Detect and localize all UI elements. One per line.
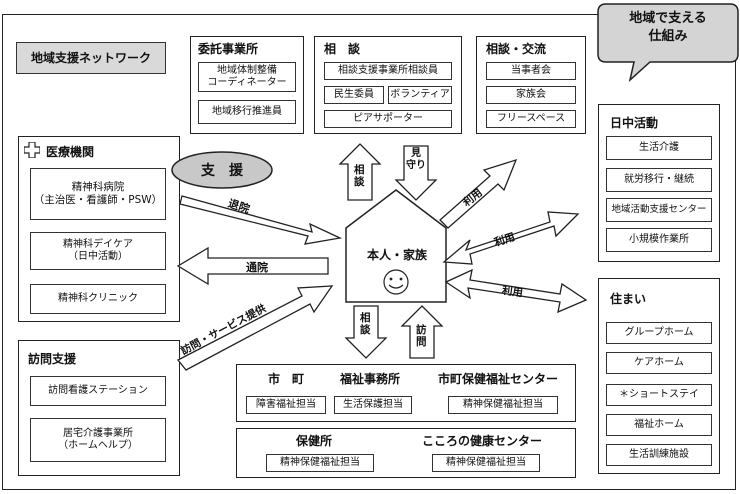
hokenjo-seishin-box: 精神保健福祉担当: [266, 454, 374, 472]
seishinka-byoin-box: 精神科病院 （主治医・看護師・PSW）: [30, 168, 166, 220]
short-stay-box: ＊ショートステイ: [606, 384, 712, 406]
center-label: 本人・家族: [366, 248, 427, 262]
kokoro-center-heading: こころの健康センター: [422, 434, 543, 448]
callout-text: 地域で支える 仕組み: [629, 11, 707, 44]
group-home-box: グループホーム: [606, 322, 712, 344]
nicchu-heading: 日中活動: [610, 116, 659, 130]
sodan-shienin-box: 相談支援事業所相談員: [324, 62, 452, 80]
network-title: 地域支援ネットワーク: [16, 42, 166, 74]
sumai-group: [598, 278, 720, 474]
kyotaku-kaigo-box: 居宅介護事業所 （ホームヘルプ）: [30, 418, 166, 462]
seikatsu-kaigo-box: 生活介護: [606, 136, 712, 160]
coordinator-box: 地域体制整備 コーディネーター: [198, 62, 296, 92]
shicho-heading: 市 町: [268, 372, 305, 386]
care-home-box: ケアホーム: [606, 352, 712, 374]
shicho-seishin-box: 精神保健福祉担当: [448, 396, 558, 414]
daycare-box: 精神科デイケア （日中活動）: [30, 232, 166, 270]
ikou-suishin-box: 地域移行推進員: [198, 100, 296, 124]
shien-label: 支 援: [201, 163, 243, 179]
kokoro-seishin-box: 精神保健福祉担当: [432, 454, 540, 472]
sodan-up-label: 相 談: [354, 164, 365, 189]
sagyosho-box: 小規模作業所: [606, 228, 712, 252]
medical-cross-icon: [23, 141, 41, 159]
riyo3-label: 利用: [501, 284, 524, 300]
fukushi-jimusho-heading: 福祉事務所: [340, 372, 401, 386]
peer-supporter-box: ピアサポーター: [324, 110, 452, 128]
sumai-heading: 住まい: [610, 292, 647, 306]
shogai-fukushi-box: 障害福祉担当: [246, 396, 326, 414]
hoken-fukushi-center-heading: 市町保健福祉センター: [438, 372, 559, 386]
kazoku-kai-box: 家族会: [486, 86, 576, 104]
shuro-box: 就労移行・継続: [606, 168, 712, 192]
minsei-box: 民生委員: [324, 86, 384, 104]
houmon-up-label: 訪 問: [416, 324, 427, 349]
tsuin-label: 通院: [246, 261, 268, 274]
houmon-kango-box: 訪問看護ステーション: [30, 376, 166, 406]
fukushi-home-box: 福祉ホーム: [606, 414, 712, 436]
toujisha-box: 当事者会: [486, 62, 576, 80]
iryo-heading: 医療機関: [46, 145, 95, 159]
clinic-box: 精神科クリニック: [30, 284, 166, 314]
seikatsu-hogo-box: 生活保護担当: [334, 396, 412, 414]
free-space-box: フリースペース: [486, 110, 576, 128]
mimamori-label: 見 守り: [406, 148, 426, 171]
seikatsu-kunren-box: 生活訓練施設: [606, 444, 712, 466]
sodan-down-label: 相 談: [360, 312, 371, 337]
volunteer-box: ボランティア: [388, 86, 452, 104]
itaku-heading: 委託事業所: [198, 42, 259, 56]
koryu-heading: 相談・交流: [486, 42, 547, 56]
hokenjo-heading: 保健所: [296, 434, 333, 448]
houmon-heading: 訪問支援: [28, 352, 77, 366]
chiiki-katsudo-box: 地域活動支援センター: [606, 198, 712, 222]
sodan-heading: 相 談: [324, 42, 361, 56]
